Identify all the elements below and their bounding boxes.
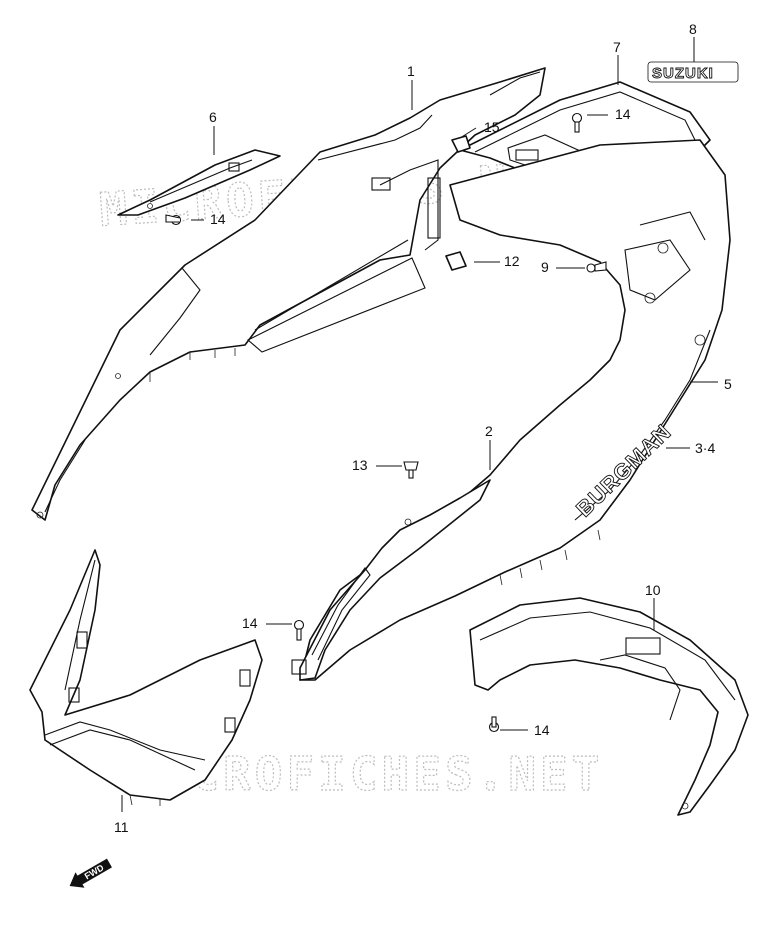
part-1-frame-cover-left xyxy=(31,67,546,521)
part-14-screw-d xyxy=(488,716,500,733)
callout-14-bottom: 14 xyxy=(534,722,550,738)
callout-15: 15 xyxy=(484,119,500,135)
callout-14-left: 14 xyxy=(210,211,226,227)
callout-12: 12 xyxy=(504,253,520,269)
part-6-side-molding xyxy=(117,149,281,216)
callout-8: 8 xyxy=(689,21,697,37)
callout-10: 10 xyxy=(645,582,661,598)
callout-14-mid: 14 xyxy=(242,615,258,631)
part-8-suzuki-logo: SUZUKI xyxy=(647,61,739,82)
part-9-screw xyxy=(586,261,607,273)
part-11-front-lower-cover xyxy=(29,549,263,806)
part-14-screw-a xyxy=(165,214,182,226)
part-2-lower-side-cover xyxy=(291,479,491,681)
part-14-screw-b xyxy=(571,112,583,133)
callout-3-4: 3·4 xyxy=(695,440,715,456)
part-10-rear-fender xyxy=(469,597,749,816)
leader-lines xyxy=(121,37,718,812)
callout-5: 5 xyxy=(724,376,732,392)
callout-11: 11 xyxy=(114,819,129,835)
part-14-screw-c xyxy=(293,619,305,641)
callout-7: 7 xyxy=(613,39,621,55)
part-12-nut-clip xyxy=(445,251,467,271)
callout-2: 2 xyxy=(485,423,493,439)
suzuki-logo-text: SUZUKI xyxy=(652,65,714,82)
fwd-arrow-icon: FWD xyxy=(69,858,112,888)
callout-6: 6 xyxy=(209,109,217,125)
callout-13: 13 xyxy=(352,457,368,473)
part-13-rivet xyxy=(403,461,419,479)
callout-1: 1 xyxy=(407,63,415,79)
callout-9: 9 xyxy=(541,259,549,275)
callout-14-top: 14 xyxy=(615,106,631,122)
